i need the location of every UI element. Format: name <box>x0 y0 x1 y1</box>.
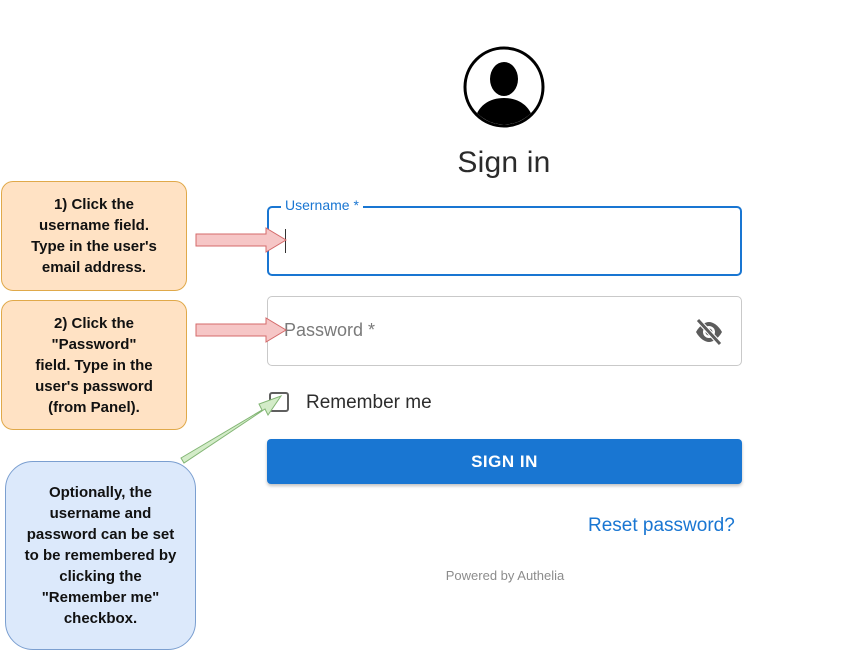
annotation-note: Optionally, the username and password ca… <box>5 461 196 650</box>
reset-password-link[interactable]: Reset password? <box>588 515 735 536</box>
username-input[interactable] <box>267 206 742 276</box>
remember-me-label[interactable]: Remember me <box>306 392 432 413</box>
powered-by-text: Powered by Authelia <box>445 568 565 583</box>
remember-me-checkbox[interactable] <box>269 392 289 412</box>
annotation-step-2: 2) Click the "Password" field. Type in t… <box>1 300 187 430</box>
eye-off-icon[interactable] <box>694 318 724 346</box>
password-label: Password * <box>284 320 376 340</box>
annotation-step-1-text: 1) Click the username field. Type in the… <box>31 196 157 276</box>
annotation-step-2-text: 2) Click the "Password" field. Type in t… <box>35 314 153 416</box>
username-label: Username * <box>281 197 363 213</box>
arrow-to-remember-me <box>180 394 283 464</box>
user-avatar-icon <box>463 46 545 128</box>
page-title: Sign in <box>457 146 551 179</box>
annotation-step-1: 1) Click the username field. Type in the… <box>1 181 187 291</box>
annotation-note-text: Optionally, the username and password ca… <box>24 484 177 627</box>
text-caret <box>285 229 286 253</box>
sign-in-button[interactable]: SIGN IN <box>267 439 742 484</box>
